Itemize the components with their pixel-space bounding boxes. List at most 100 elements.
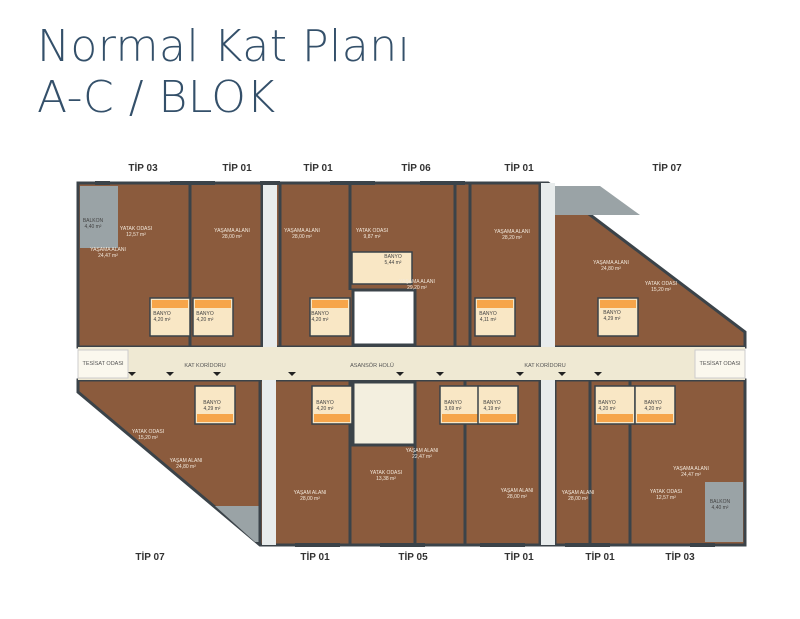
room-area: 28,00 m² <box>300 496 320 502</box>
balcony-top-right <box>552 186 640 215</box>
unit-type-label: TİP 06 <box>401 163 431 174</box>
window <box>330 181 375 185</box>
room-area: 12,57 m² <box>126 232 146 238</box>
entrance-arrow-icon <box>166 372 174 376</box>
room-area: 29,20 m² <box>407 285 427 291</box>
room-name: YAŞAMA ALANI <box>673 466 709 472</box>
room-name: YAŞAM ALANI <box>500 488 534 494</box>
unit-type-label: TİP 01 <box>585 552 615 563</box>
bathroom-counter <box>312 300 348 308</box>
room-area: 12,57 m² <box>656 495 676 501</box>
balcony-top-left <box>80 186 118 248</box>
room-name: YAŞAM ALANI <box>293 490 327 496</box>
room-area: 13,38 m² <box>376 476 396 482</box>
bathroom-counter <box>442 414 478 422</box>
corridor-label: TESİSAT ODASI <box>82 361 124 367</box>
room-name: YATAK ODASI <box>644 281 678 287</box>
window <box>565 543 610 547</box>
room-name: BANYO <box>153 311 171 317</box>
room-area: 4,20 m² <box>153 317 171 323</box>
elevator-shaft <box>351 288 417 347</box>
window <box>170 181 215 185</box>
entrance-arrow-icon <box>288 372 296 376</box>
room-area: 24,80 m² <box>176 464 196 470</box>
corridor-label: TESİSAT ODASI <box>699 361 741 367</box>
room-name: YAŞAMA ALANI <box>90 247 126 253</box>
room-name: YAŞAMA ALANI <box>399 279 435 285</box>
balcony-bottom-right <box>705 482 743 542</box>
entrance-arrow-icon <box>558 372 566 376</box>
window <box>380 543 425 547</box>
room-area: 4,20 m² <box>598 406 616 412</box>
page-title: Normal Kat Planı <box>37 21 411 72</box>
room-name: BANYO <box>311 311 329 317</box>
unit-type-label: TİP 07 <box>652 163 682 174</box>
room-name: YAŞAMA ALANI <box>214 228 250 234</box>
bathroom-counter <box>480 414 516 422</box>
stairwell <box>351 380 417 447</box>
bathroom-counter <box>637 414 673 422</box>
room-area: 4,29 m² <box>603 316 621 322</box>
room-name: YATAK ODASI <box>119 226 153 232</box>
unit-type-label: TİP 01 <box>300 552 330 563</box>
unit-type-label: TİP 01 <box>222 163 252 174</box>
bathroom-counter <box>477 300 513 308</box>
room-area: 24,80 m² <box>601 266 621 272</box>
room-area: 24,47 m² <box>98 253 118 259</box>
room-name: BALKON <box>709 499 731 505</box>
room-name: BALKON <box>82 218 104 224</box>
corridor-label: ASANSÖR HOLÜ <box>350 363 394 369</box>
room-area: 4,20 m² <box>311 317 329 323</box>
window <box>95 181 110 185</box>
corridor-label: KAT KORİDORU <box>524 363 566 369</box>
room-name: YAŞAM ALANI <box>561 490 595 496</box>
entrance-arrow-icon <box>128 372 136 376</box>
corridor-label: KAT KORİDORU <box>184 363 226 369</box>
room-area: 4,40 m² <box>84 224 102 230</box>
window <box>295 543 340 547</box>
room-area: 4,11 m² <box>479 317 497 323</box>
bathroom-counter <box>195 300 231 308</box>
room-area: 28,00 m² <box>568 496 588 502</box>
room-name: YAŞAM ALANI <box>405 448 439 454</box>
bathroom-counter <box>597 414 633 422</box>
window <box>420 181 465 185</box>
room-name: YAŞAM ALANI <box>169 458 203 464</box>
room-area: 24,47 m² <box>681 472 701 478</box>
room-name: YATAK ODASI <box>369 470 403 476</box>
room-name: BANYO <box>483 400 501 406</box>
window <box>690 543 715 547</box>
room-name: BANYO <box>644 400 662 406</box>
room-area: 4,20 m² <box>644 406 662 412</box>
room-name: BANYO <box>603 310 621 316</box>
unit-type-label: TİP 01 <box>303 163 333 174</box>
service-shaft <box>541 183 555 347</box>
room-area: 9,87 m² <box>363 234 381 240</box>
room-area: 4,20 m² <box>316 406 334 412</box>
room-name: BANYO <box>384 254 402 260</box>
room-area: 5,44 m² <box>384 260 402 266</box>
room-name: BANYO <box>316 400 334 406</box>
unit-type-label: TİP 01 <box>504 552 534 563</box>
entrance-arrow-icon <box>213 372 221 376</box>
bathroom-counter <box>600 300 636 308</box>
